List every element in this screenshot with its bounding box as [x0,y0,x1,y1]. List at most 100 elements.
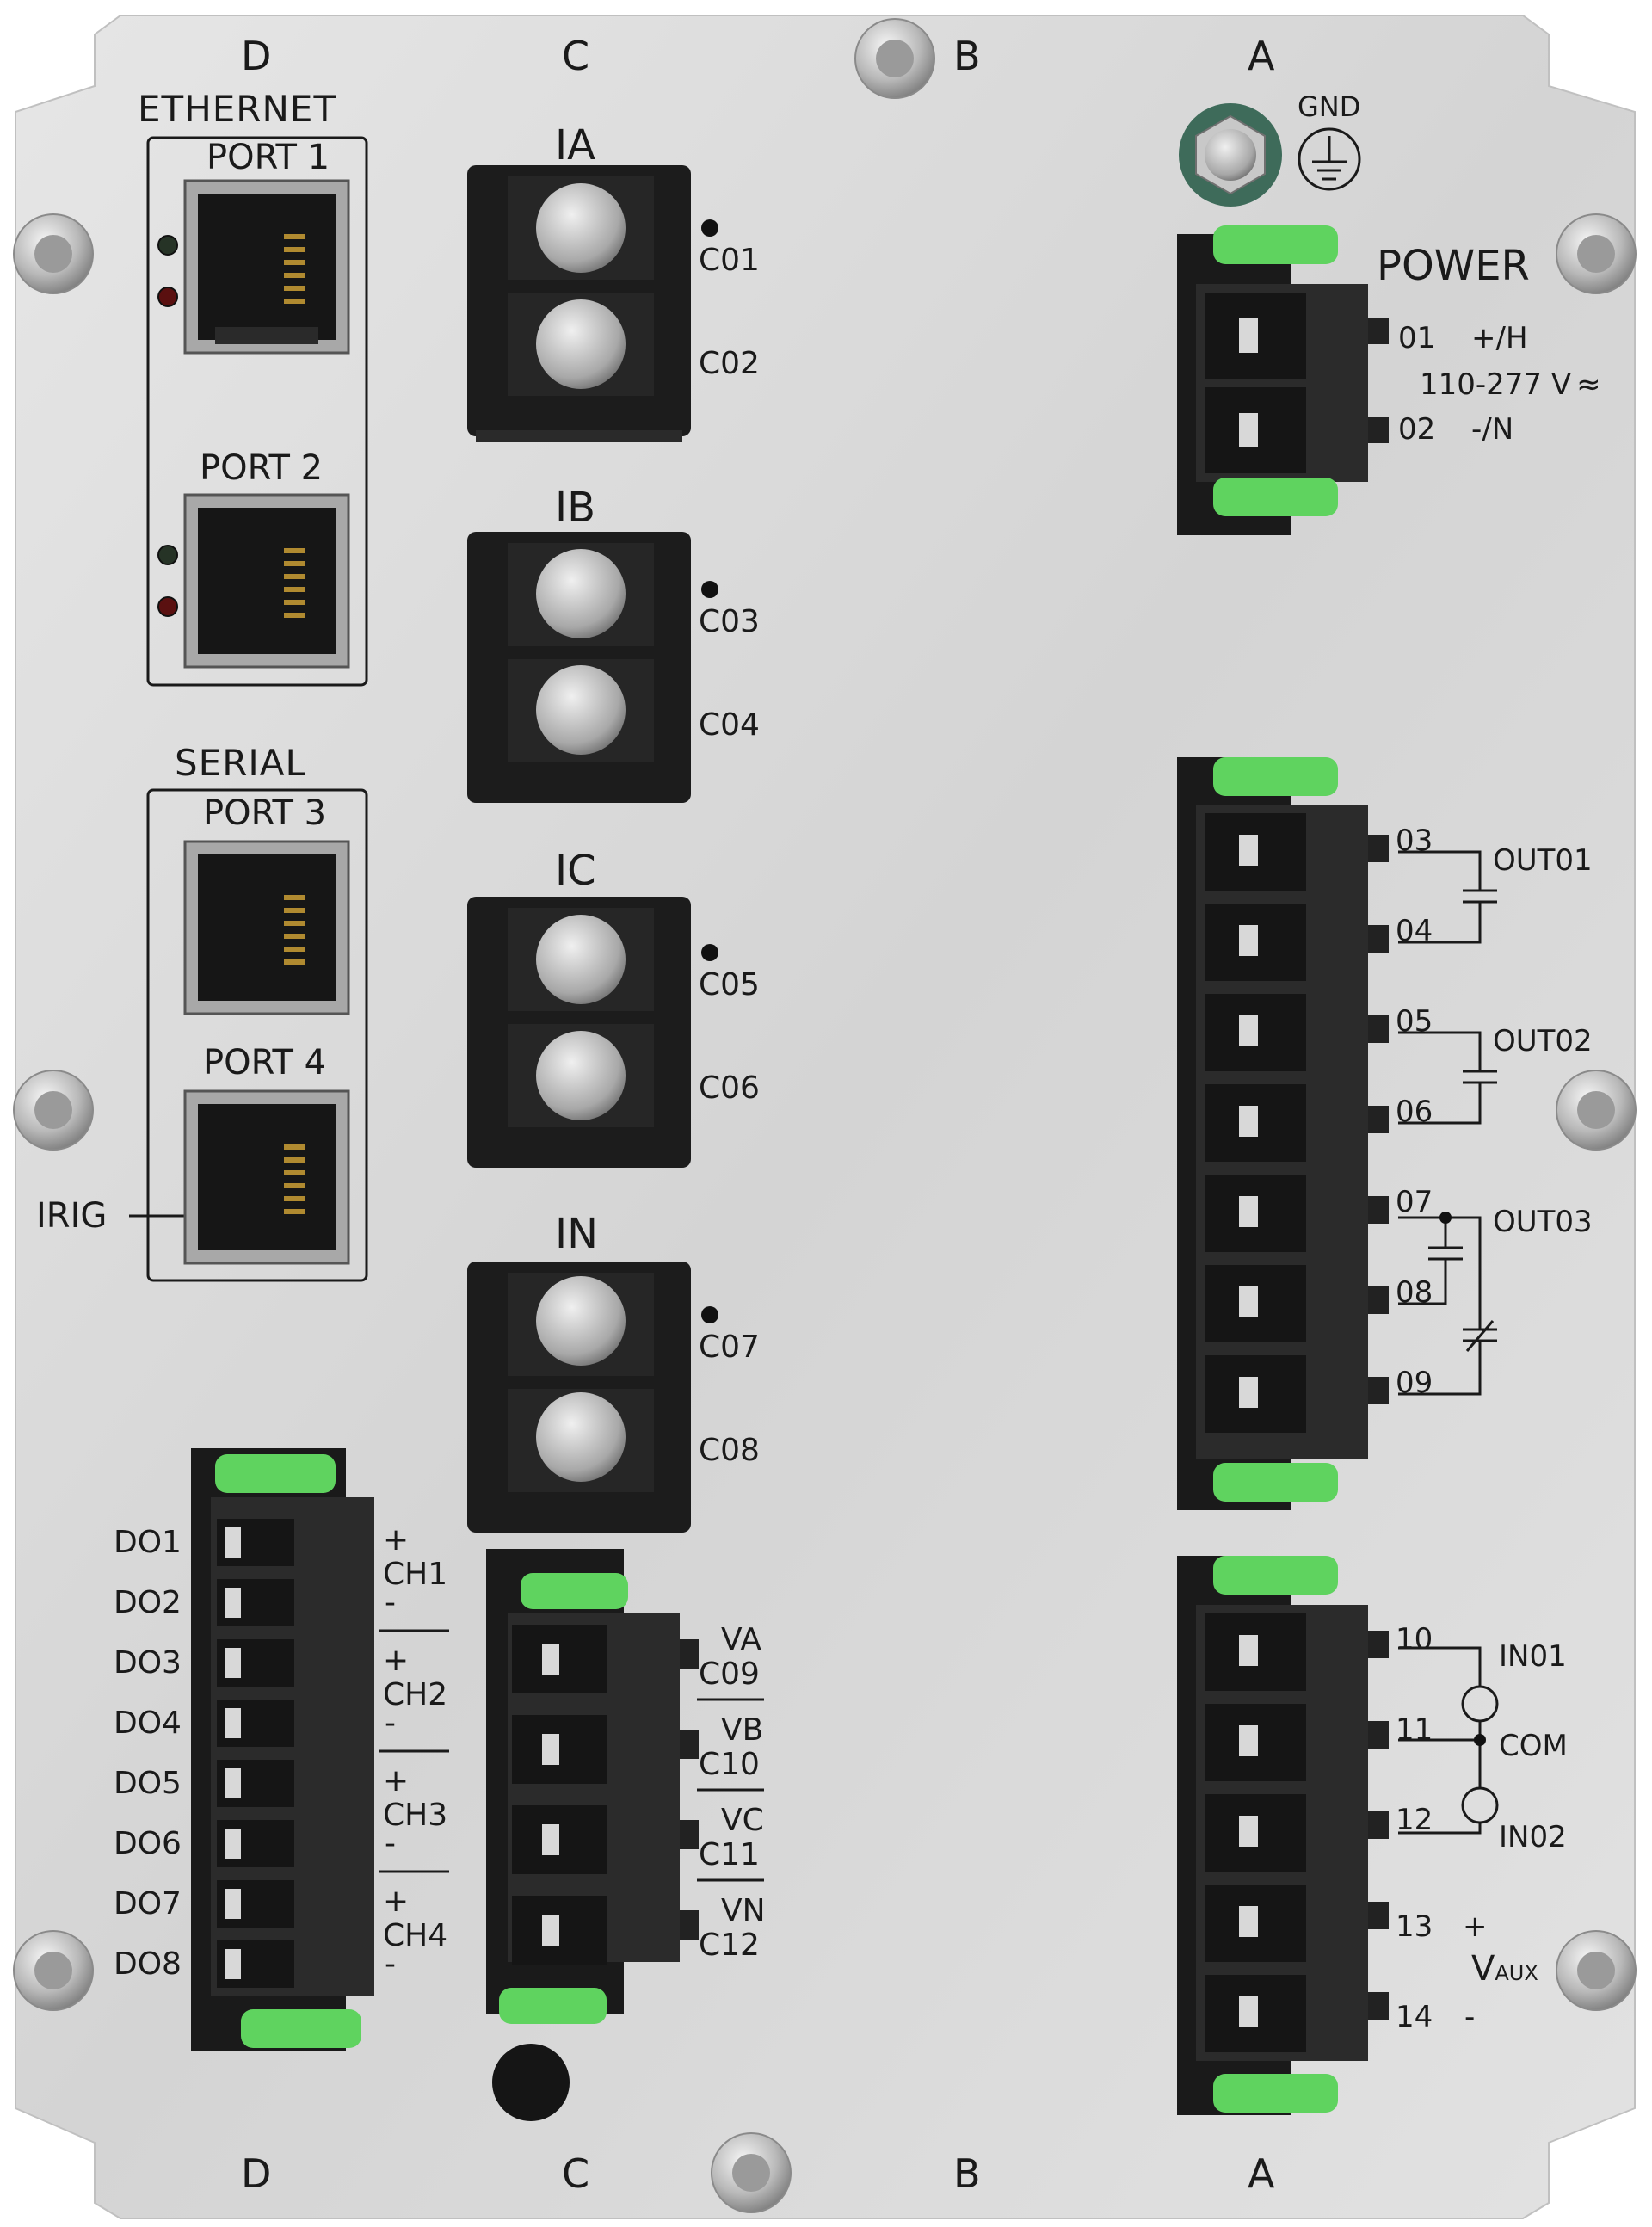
do3-label: DO3 [114,1645,182,1681]
va-label: VA [721,1622,761,1657]
terminal-c10: C10 [699,1747,760,1782]
terminal-screw-icon[interactable] [536,183,626,273]
terminal-c01: C01 [699,243,760,278]
terminal-08: 08 [1396,1275,1433,1310]
terminal-10: 10 [1396,1622,1433,1656]
power-minus-n-label: -/N [1471,412,1514,447]
do8-label: DO8 [114,1946,182,1982]
irig-label: IRIG [36,1196,108,1236]
do6-label: DO6 [114,1826,182,1861]
terminal-screw-icon[interactable] [536,299,626,389]
vb-label: VB [721,1712,764,1748]
ch1-minus: - [385,1585,396,1620]
in02-label: IN02 [1499,1820,1567,1854]
polarity-dot-icon [701,581,718,598]
terminal-12: 12 [1396,1803,1433,1837]
column-label-b: B [953,33,981,79]
terminal-c08: C08 [699,1433,760,1468]
latch-icon [1213,2074,1338,2113]
terminal-c03: C03 [699,604,760,639]
mounting-screw-icon [854,18,935,99]
ch4-plus: + [383,1884,410,1919]
ch1-label: CH1 [383,1557,448,1592]
column-label-a: A [1248,33,1275,79]
terminal-03: 03 [1396,824,1433,858]
serial-title: SERIAL [175,742,306,784]
ethernet-title: ETHERNET [138,88,337,130]
vaux-label: VAUX [1471,1949,1538,1989]
terminal-c04: C04 [699,707,760,743]
voltage-input-connector[interactable] [486,1549,699,2024]
out01-label: OUT01 [1493,843,1593,878]
latch-icon [521,1573,628,1609]
current-terminal-block-ia [467,165,691,442]
latch-icon [241,2009,361,2048]
ch3-label: CH3 [383,1798,448,1833]
digital-output-connector[interactable] [191,1448,374,2051]
terminal-screw-icon[interactable] [536,549,626,638]
ch2-plus: + [383,1643,410,1678]
link-led-icon [157,545,178,565]
terminal-screw-icon[interactable] [536,1031,626,1120]
mounting-screw-icon [13,213,94,294]
latch-icon [1213,1556,1338,1595]
input-connector[interactable] [1177,1556,1389,2115]
port-1-label: PORT 1 [206,138,330,177]
latch-icon [1213,225,1338,264]
vn-label: VN [721,1893,766,1928]
ch2-label: CH2 [383,1677,448,1712]
output-connector[interactable] [1177,757,1389,1510]
terminal-14: 14 [1396,2000,1433,2034]
ground-symbol-icon [1298,127,1361,191]
terminal-c09: C09 [699,1656,760,1692]
terminal-04: 04 [1396,914,1433,948]
latch-icon [215,1454,336,1493]
in-label: IN [555,1210,599,1258]
ch4-label: CH4 [383,1918,448,1953]
terminal-screw-icon[interactable] [536,665,626,755]
power-voltage-range: 110-277 V≈ [1420,367,1601,402]
terminal-screw-icon[interactable] [536,1392,626,1482]
ch1-plus: + [383,1522,410,1558]
ethernet-port-2[interactable] [183,493,350,669]
terminal-06: 06 [1396,1095,1433,1129]
port-4-label: PORT 4 [203,1043,327,1083]
polarity-dot-icon [701,1306,718,1323]
mounting-screw-icon [711,2132,792,2213]
output-contact-schematic [1398,850,1497,1396]
power-terminal-02: 02 [1398,412,1436,447]
mounting-screw-icon [1556,1930,1637,2011]
voltage-dividers [697,1698,764,1882]
terminal-c05: C05 [699,967,760,1002]
latch-icon [1213,757,1338,796]
latch-icon [1213,1463,1338,1502]
junction-dot-icon [1439,1212,1452,1224]
column-label-d: D [241,33,272,79]
mounting-screw-icon [1556,1070,1637,1151]
in01-label: IN01 [1499,1639,1567,1674]
input-schematic [1398,1646,1499,1835]
serial-port-4[interactable] [183,1089,350,1265]
column-label-b: B [953,2150,981,2197]
ch4-minus: - [385,1946,396,1982]
current-terminal-block-in [467,1262,691,1533]
current-terminal-block-ic [467,897,691,1168]
ch2-minus: - [385,1706,396,1741]
serial-port-3[interactable] [183,840,350,1015]
latch-icon [499,1988,607,2024]
do5-label: DO5 [114,1766,182,1801]
ethernet-port-1[interactable] [183,179,350,355]
terminal-c07: C07 [699,1329,760,1365]
power-terminal-01: 01 [1398,321,1436,355]
power-connector[interactable] [1177,225,1389,535]
terminal-screw-icon[interactable] [536,915,626,1004]
ethernet-group-box [146,136,368,687]
terminal-07: 07 [1396,1185,1433,1219]
terminal-c12: C12 [699,1928,760,1963]
column-label-d: D [241,2150,272,2197]
mounting-screw-icon [1556,213,1637,294]
terminal-09: 09 [1396,1366,1433,1400]
terminal-screw-icon[interactable] [536,1276,626,1366]
column-label-c: C [562,33,590,79]
